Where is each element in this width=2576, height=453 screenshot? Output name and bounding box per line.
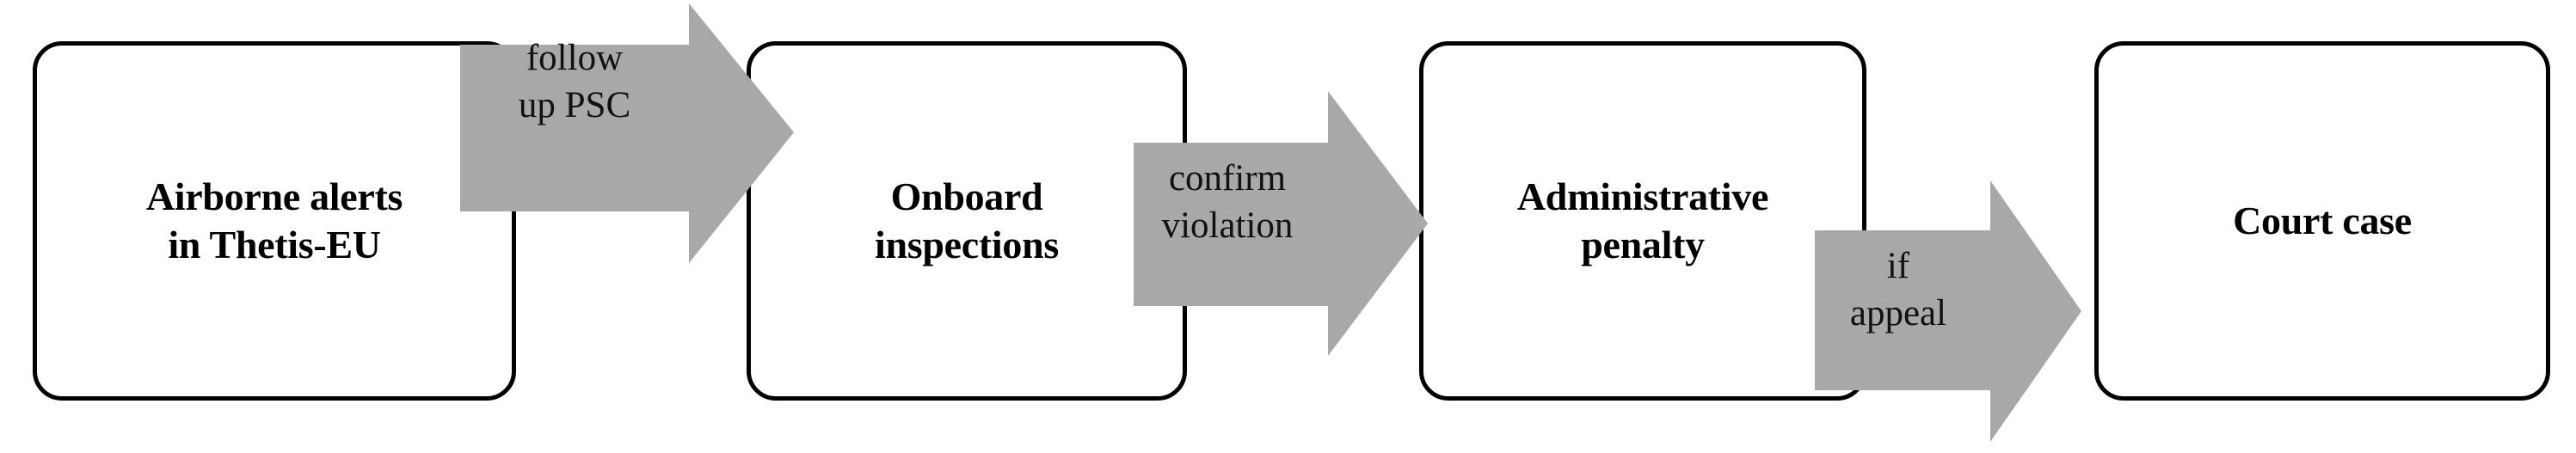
process-node-label: Court case	[2233, 198, 2412, 242]
block-arrow-right-icon	[1815, 181, 2081, 442]
process-node-court-case[interactable]: Court case	[2094, 41, 2550, 401]
block-arrow-right-icon	[460, 3, 794, 263]
process-node-airborne-alerts[interactable]: Airborne alerts in Thetis-EU	[33, 41, 516, 401]
process-node-label: Airborne alerts in Thetis-EU	[145, 174, 403, 266]
process-node-administrative-penalty[interactable]: Administrative penalty	[1419, 41, 1866, 401]
block-arrow-right-icon	[1134, 91, 1428, 356]
flow-arrow-confirm-violation[interactable]	[1132, 89, 1429, 358]
flow-arrow-if-appeal[interactable]	[1813, 179, 2083, 444]
process-node-label: Administrative penalty	[1516, 174, 1769, 266]
process-node-onboard-inspections[interactable]: Onboard inspections	[747, 41, 1187, 401]
flow-arrow-follow-up-psc[interactable]	[458, 2, 796, 265]
process-node-label: Onboard inspections	[875, 174, 1059, 266]
